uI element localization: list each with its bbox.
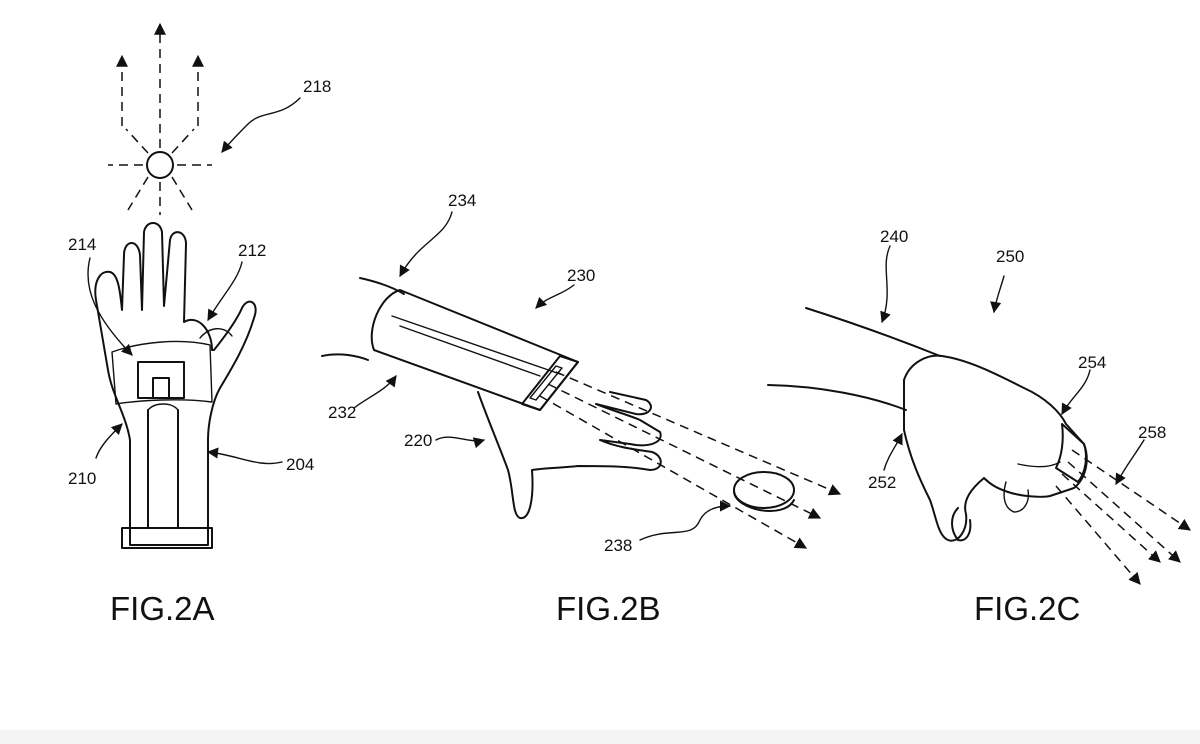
- ref-210: 210: [68, 469, 96, 488]
- leader-254: [1061, 369, 1091, 415]
- leader-204: [206, 447, 283, 465]
- fig-2a: 218 214 212 210 204 FIG.2A: [68, 22, 331, 627]
- ref-250: 250: [996, 247, 1024, 266]
- ref-214: 214: [68, 235, 96, 254]
- light-source-icon: [108, 120, 212, 215]
- caption-fig-2c: FIG.2C: [974, 590, 1080, 627]
- caption-fig-2a: FIG.2A: [110, 590, 215, 627]
- forearm-bottom-2b: [321, 353, 369, 361]
- ref-254: 254: [1078, 353, 1106, 372]
- ref-238: 238: [604, 536, 632, 555]
- ref-218: 218: [303, 77, 331, 96]
- leader-232: [353, 375, 397, 409]
- leader-218: [221, 97, 301, 153]
- upward-arrows: [116, 22, 204, 126]
- leader-214: [87, 257, 133, 356]
- ref-234: 234: [448, 191, 476, 210]
- fig-2b: 234 230 232 220 238 FIG.2B: [321, 191, 842, 627]
- leader-234: [399, 211, 453, 277]
- ref-252: 252: [868, 473, 896, 492]
- leader-220: [435, 436, 486, 449]
- hand-2b: [477, 391, 662, 520]
- leader-240: [880, 245, 891, 324]
- ref-220: 220: [404, 431, 432, 450]
- forearm-top-2b: [359, 277, 405, 295]
- forearm-bottom-2c: [767, 384, 907, 411]
- leader-230: [535, 284, 575, 309]
- leader-252: [883, 432, 903, 471]
- projected-beams-2b: [539, 371, 842, 549]
- leader-250: [990, 275, 1005, 314]
- leader-238: [639, 500, 732, 541]
- target-object-238: [733, 471, 795, 513]
- hand-2a: [94, 222, 257, 549]
- fig-2c: 240 250 254 258 252 FIG.2C: [767, 227, 1191, 627]
- ref-204: 204: [286, 455, 314, 474]
- ref-230: 230: [567, 266, 595, 285]
- projected-beams-2c: [1055, 449, 1191, 585]
- leader-212: [207, 261, 243, 321]
- leader-210: [95, 423, 123, 459]
- forearm-top-2c: [805, 307, 941, 357]
- leader-258: [1115, 439, 1145, 485]
- wrist-band-device: [370, 289, 579, 411]
- caption-fig-2b: FIG.2B: [556, 590, 661, 627]
- ref-258: 258: [1138, 423, 1166, 442]
- ref-232: 232: [328, 403, 356, 422]
- ref-212: 212: [238, 241, 266, 260]
- glove-device: [903, 354, 1088, 542]
- ref-240: 240: [880, 227, 908, 246]
